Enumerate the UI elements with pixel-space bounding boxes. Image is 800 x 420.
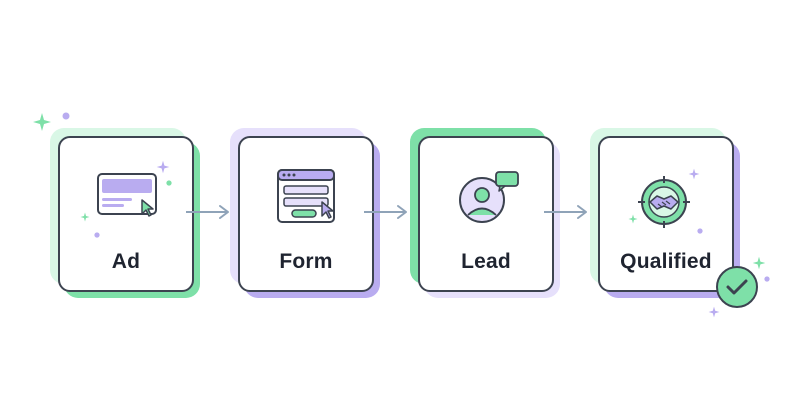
dot-icon: [62, 112, 70, 120]
arrow-right-icon: [364, 205, 407, 219]
dot-icon: [697, 228, 703, 234]
sparkle-icon: [752, 256, 766, 270]
sparkle-icon: [688, 168, 700, 180]
check-circle-icon: [716, 266, 758, 308]
handshake-target-icon: [638, 176, 690, 228]
arrow-right-icon: [544, 205, 587, 219]
ad-card: Ad: [58, 136, 194, 292]
sparkle-icon: [33, 113, 51, 131]
sparkle-icon: [156, 160, 170, 174]
arrow-right-icon: [186, 205, 229, 219]
user-chat-icon: [459, 171, 519, 223]
dot-icon: [764, 276, 770, 282]
step-label-ad: Ad: [111, 250, 141, 273]
sparkle-icon: [628, 214, 638, 224]
step-label-form: Form: [279, 250, 333, 273]
ad-browser-icon: [97, 173, 157, 217]
dot-icon: [166, 180, 172, 186]
sparkle-icon: [708, 306, 720, 318]
step-label-qualified: Qualified: [620, 250, 712, 273]
lead-card: Lead: [418, 136, 554, 292]
form-window-icon: [277, 169, 335, 223]
sparkle-icon: [80, 212, 90, 222]
qualified-card: Qualified: [598, 136, 734, 292]
form-card: Form: [238, 136, 374, 292]
step-label-lead: Lead: [461, 250, 511, 273]
dot-icon: [94, 232, 100, 238]
